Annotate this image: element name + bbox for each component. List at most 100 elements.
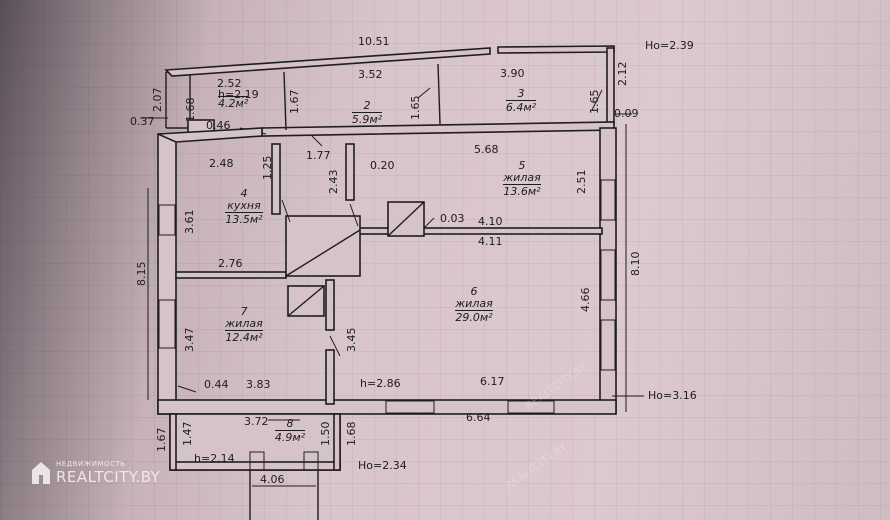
dim-168a: 1.68 — [184, 97, 197, 123]
wall-7-6-upper — [325, 279, 335, 331]
dim-212: 2.12 — [616, 61, 629, 87]
dim-009: 0.09 — [614, 107, 639, 120]
room-5-area: 13.6м² — [503, 184, 541, 198]
room-6-label: 6 жилая 29.0м² — [446, 286, 502, 324]
wall-4-upper — [271, 143, 281, 215]
height-h-214: h=2.14 — [194, 452, 235, 465]
dim-372: 3.72 — [244, 415, 269, 428]
dim-167a: 1.67 — [288, 89, 301, 115]
dim-003: 0.03 — [440, 212, 465, 225]
door-7-8 — [177, 385, 197, 393]
dim-top-mid: 3.52 — [358, 68, 383, 81]
window-left-1 — [158, 204, 176, 236]
room-2-number: 2 — [363, 99, 371, 112]
dim-345: 3.45 — [345, 327, 358, 353]
room-7-area: 12.4м² — [225, 330, 263, 344]
dim-251: 2.51 — [575, 169, 588, 195]
stove — [285, 215, 361, 277]
room-4-name: кухня — [227, 199, 261, 212]
wall-4-7 — [175, 271, 287, 279]
door-2 — [417, 87, 431, 99]
door-3 — [591, 89, 603, 111]
room-6-number: 6 — [470, 285, 478, 298]
dim-177: 1.77 — [306, 149, 331, 162]
dim-046: 0.46 — [206, 119, 231, 132]
dim-147: 1.47 — [181, 421, 194, 447]
porch-door-right — [303, 451, 319, 471]
room-5-name: жилая — [503, 171, 541, 184]
dim-165b: 1.65 — [588, 89, 601, 115]
annex-top-wall — [164, 47, 491, 77]
dim-248: 2.48 — [209, 157, 234, 170]
room-7-name: жилая — [225, 317, 263, 330]
room-7-number: 7 — [240, 305, 248, 318]
door-4 — [281, 199, 291, 223]
partition-1-2 — [283, 71, 287, 131]
room-8-area: 4.9м² — [274, 430, 306, 444]
stove-box-1-diag — [387, 201, 425, 237]
dim-243: 2.43 — [327, 169, 340, 195]
dim-020: 0.20 — [370, 159, 395, 172]
height-ho-316: Но=3.16 — [648, 389, 697, 402]
stove-diag — [285, 229, 361, 277]
window-right-2 — [600, 249, 616, 301]
window-left-2 — [158, 299, 176, 349]
door-7-6 — [329, 335, 341, 357]
dim-411: 4.11 — [478, 235, 503, 248]
room-1-label: 4.2м² — [218, 96, 249, 110]
dim-361: 3.61 — [183, 209, 196, 235]
height-ho-234: Но=2.34 — [358, 459, 407, 472]
main-top-left-wall — [157, 127, 263, 143]
annex-top-wall-right — [497, 45, 615, 54]
room-3-number: 3 — [517, 87, 525, 100]
partition-2-3 — [437, 63, 441, 125]
window-bottom-1 — [385, 400, 435, 414]
dim-410: 4.10 — [478, 215, 503, 228]
wall-4-5 — [345, 143, 355, 201]
dim-044: 0.44 — [204, 378, 229, 391]
dim-466: 4.66 — [579, 287, 592, 313]
dim-617: 6.17 — [480, 375, 505, 388]
window-bottom-2 — [507, 400, 555, 414]
dim-207: 2.07 — [151, 87, 164, 113]
brand-small-text: НЕДВИЖИМОСТЬ — [56, 460, 126, 468]
room-4-number: 4 — [240, 187, 248, 200]
room-3-label: 3 6.4м² — [496, 88, 546, 114]
main-bottom-wall — [157, 399, 617, 415]
height-h-286: h=2.86 — [360, 377, 401, 390]
room-2-label: 2 5.9м² — [342, 100, 392, 126]
porch-left-wall — [169, 413, 177, 471]
dim-037: 0.37 — [130, 115, 155, 128]
dim-810: 8.10 — [629, 251, 642, 277]
height-h-219: h=2.19 — [218, 88, 259, 101]
room-6-area: 29.0м² — [455, 310, 493, 324]
room-4-label: 4 кухня 13.5м² — [216, 188, 272, 226]
annex-right-wall — [606, 47, 615, 125]
room-1-area: 4.2м² — [218, 96, 249, 110]
dim-165a: 1.65 — [409, 95, 422, 121]
door-1-4 — [311, 135, 323, 147]
room-2-area: 5.9м² — [351, 112, 383, 126]
room-8-number: 8 — [286, 417, 294, 430]
room-8-label: 8 4.9м² — [262, 418, 318, 444]
dim-003-leader — [423, 217, 435, 229]
porch-right-wall — [333, 413, 341, 471]
dim-406: 4.06 — [260, 473, 285, 486]
dim-top-left: 2.52 — [217, 77, 242, 90]
dim-top-right: 3.90 — [500, 67, 525, 80]
main-right-wall — [599, 127, 617, 413]
dim-815: 8.15 — [135, 261, 148, 287]
realtcity-logo: НЕДВИЖИМОСТЬ REALTCITY.BY — [30, 460, 160, 486]
window-right-1 — [600, 179, 616, 221]
room-5-label: 5 жилая 13.6м² — [494, 160, 550, 198]
dim-568: 5.68 — [474, 143, 499, 156]
dim-276: 2.76 — [218, 257, 243, 270]
dim-383: 3.83 — [246, 378, 271, 391]
dim-168b: 1.68 — [345, 421, 358, 447]
room-5-number: 5 — [518, 159, 526, 172]
window-right-3 — [600, 319, 616, 371]
room-7-label: 7 жилая 12.4м² — [216, 306, 272, 344]
house-logo-icon — [32, 462, 50, 484]
room-4-area: 13.5м² — [225, 212, 263, 226]
